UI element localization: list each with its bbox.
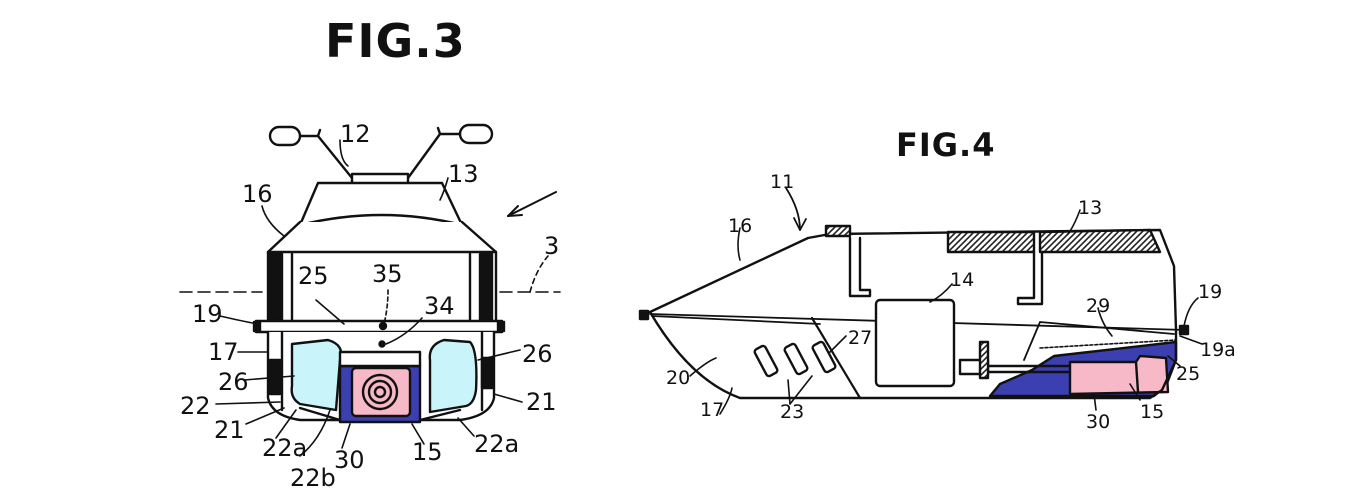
figure-4-title: FIG.4 — [896, 126, 996, 164]
fig3-label-13: 13 — [448, 160, 479, 188]
seat-front — [946, 230, 1036, 254]
figure-3-labels: 12 13 16 19 25 35 34 17 26 22 21 22a 22b… — [180, 120, 559, 492]
fig3-label-34: 34 — [424, 292, 455, 320]
figure-3-drawing — [179, 123, 561, 457]
hull-outline — [648, 228, 1178, 400]
fig4-label-15: 15 — [1140, 401, 1164, 423]
fig4-label-11: 11 — [770, 171, 794, 193]
fig3-label-15: 15 — [412, 438, 443, 466]
fig4-label-19a: 19a — [1200, 339, 1236, 361]
fig3-label-21-left: 21 — [214, 416, 245, 444]
figure-4-labels: 11 16 13 14 19 29 19a 27 20 17 23 25 30 … — [666, 171, 1236, 433]
fig4-label-17: 17 — [700, 399, 724, 421]
fig3-label-3-partial: 3 — [544, 232, 559, 260]
fig4-label-23: 23 — [780, 401, 804, 423]
fuel-tank — [874, 298, 956, 388]
fig4-label-30: 30 — [1086, 411, 1110, 433]
fig3-label-30: 30 — [334, 446, 365, 474]
fig3-label-25: 25 — [298, 262, 329, 290]
fig4-label-20: 20 — [666, 367, 690, 389]
fig4-label-13: 13 — [1078, 197, 1102, 219]
fig3-label-22b: 22b — [290, 464, 336, 492]
fig3-label-19: 19 — [192, 300, 223, 328]
fig4-label-19: 19 — [1198, 281, 1222, 303]
fig3-label-17: 17 — [208, 338, 239, 366]
left-handle-grip — [268, 125, 302, 147]
figure-3-title: FIG.3 — [325, 14, 466, 68]
figure-4-drawing — [638, 187, 1203, 415]
fig4-label-14: 14 — [950, 269, 974, 291]
engine-block — [1068, 354, 1170, 396]
fig4-label-25: 25 — [1176, 363, 1200, 385]
right-compartment — [428, 338, 478, 414]
fig3-label-22a-left: 22a — [262, 434, 307, 462]
left-compartment — [290, 338, 343, 412]
fig3-label-21-right: 21 — [526, 388, 557, 416]
left-side-strip — [268, 252, 284, 322]
fig3-label-35: 35 — [372, 260, 403, 288]
fig3-label-22a-right: 22a — [474, 430, 519, 458]
fig3-label-26-left: 26 — [218, 368, 249, 396]
fig3-label-12: 12 — [340, 120, 371, 148]
seat-rear — [1038, 228, 1162, 254]
right-handle-grip — [458, 123, 494, 145]
fig4-label-27: 27 — [848, 327, 872, 349]
fig3-label-22: 22 — [180, 392, 211, 420]
fig4-label-29: 29 — [1086, 295, 1110, 317]
fig3-label-16: 16 — [242, 180, 273, 208]
fig3-label-26-right: 26 — [522, 340, 553, 368]
fig4-label-16: 16 — [728, 215, 752, 237]
right-side-strip — [478, 252, 494, 322]
